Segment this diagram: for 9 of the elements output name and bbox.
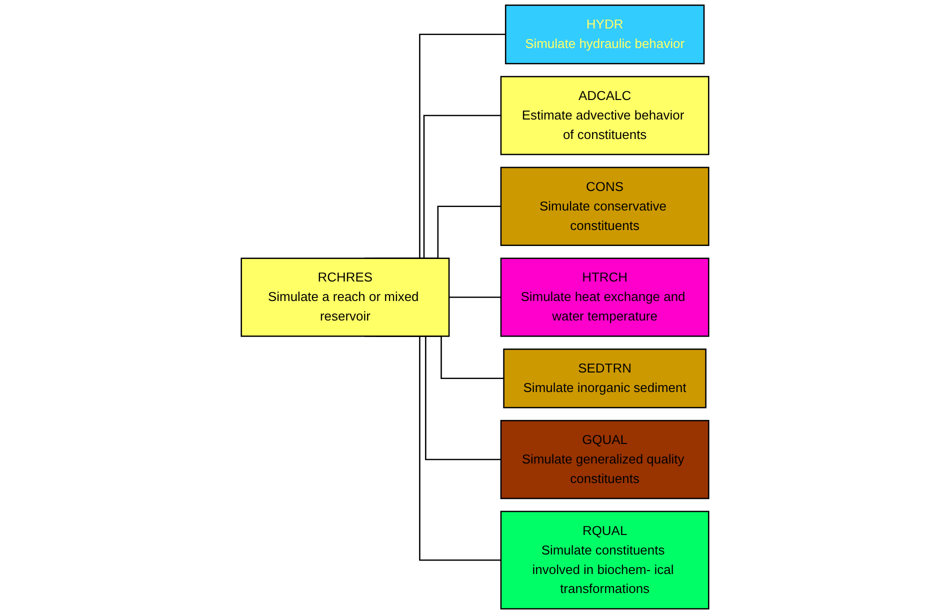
node-box: HTRCH Simulate heat exchange and water temperature	[500, 258, 709, 337]
node-box: GQUAL Simulate generalized quality constituents	[500, 420, 709, 500]
node-box: ADCALC Estimate advective behavior of constituents	[500, 76, 709, 156]
node-box: RCHRES Simulate a reach or mixed reservoir	[240, 258, 450, 337]
connector	[448, 296, 500, 298]
node-box: RQUAL Simulate constituents involved in biochem- ical transformations	[500, 510, 709, 610]
node-box: SEDTRN Simulate inorganic sediment	[502, 348, 706, 408]
node-box: HYDR Simulate hydraulic behavior	[504, 4, 704, 64]
node-box: CONS Simulate conservative constituents	[500, 166, 709, 246]
